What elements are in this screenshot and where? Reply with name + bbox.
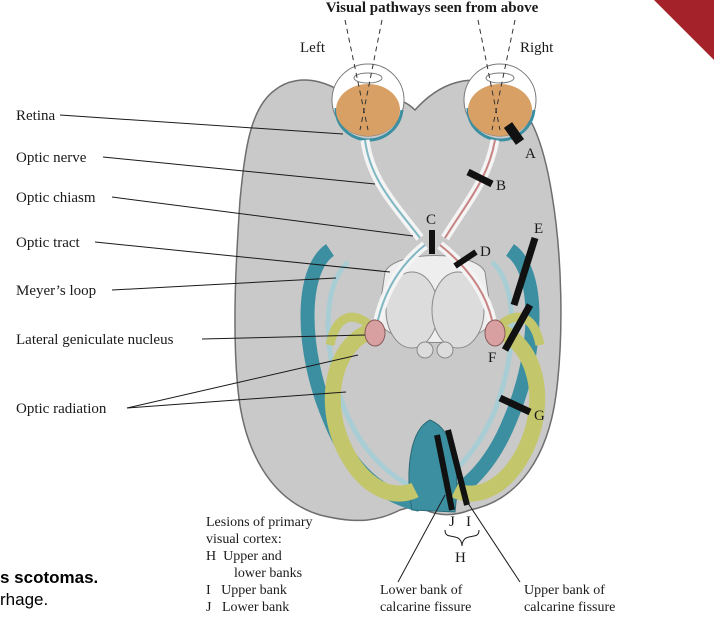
lesion-markers	[429, 122, 539, 511]
upper-bank-label: Upper bank of	[524, 583, 605, 598]
lesion-c-label: C	[426, 212, 436, 228]
optic-pathway	[360, 139, 500, 322]
lesion-i-marker	[445, 429, 470, 506]
meyers-loop-leader	[111, 277, 337, 291]
left-optic-radiation	[324, 322, 419, 502]
legend-heading: Lesions of primary	[206, 515, 313, 530]
lesion-j-marker	[434, 434, 455, 511]
retina-label: Retina	[16, 108, 55, 124]
legend-heading: visual cortex:	[206, 532, 282, 547]
visual-field-rays	[344, 19, 516, 131]
right-optic-radiation	[451, 322, 546, 502]
left-eye-label: Left	[300, 40, 326, 56]
lesion-e-marker	[510, 236, 539, 307]
lower-bank-label: Lower bank of	[380, 583, 463, 598]
lesion-j-label: J	[449, 514, 455, 530]
right-eye-label: Right	[520, 40, 554, 56]
legend-j-entry: J Lower bank	[206, 600, 289, 615]
right-optic-tract-fibers	[439, 244, 493, 321]
lesion-i-label: I	[466, 514, 471, 530]
diagram-title: Visual pathways seen from above	[326, 0, 539, 16]
slide-text-fragment: s scotomas.	[0, 568, 99, 587]
lesion-d-label: D	[480, 244, 491, 260]
optic-nerve-leader	[102, 156, 376, 185]
lesion-h-label: H	[455, 550, 466, 566]
optic-chiasm-label: Optic chiasm	[16, 190, 96, 206]
lesion-b-label: B	[496, 178, 506, 194]
lesion-d-marker	[453, 249, 478, 269]
lesion-e-label: E	[534, 221, 543, 237]
right-lateral-geniculate-nucleus	[484, 319, 506, 347]
upper-bank-label: calcarine fissure	[524, 600, 615, 615]
legend-h-entry: H Upper and	[206, 549, 282, 564]
lesion-b-marker	[466, 168, 494, 188]
left-optic-nerve-fibers	[364, 139, 421, 239]
optic-radiation-leader	[126, 354, 359, 409]
right-vitreous	[468, 84, 532, 136]
legend-i-entry: I Upper bank	[206, 583, 287, 598]
right-thalamus	[431, 271, 485, 349]
retina-leader	[59, 114, 344, 135]
h-brace	[444, 529, 480, 547]
left-vitreous	[336, 84, 400, 136]
optic-nerve-label: Optic nerve	[16, 150, 87, 166]
optic-tract-leader	[94, 241, 391, 273]
lgn-leader	[201, 334, 366, 340]
left-optic-tract-fibers	[377, 244, 426, 321]
left-eye-ray	[359, 19, 383, 131]
lower-bank-leader	[397, 494, 446, 583]
right-optic-nerve-fibers	[444, 139, 496, 239]
left-lens	[353, 72, 383, 84]
lesion-a-marker	[503, 122, 525, 145]
left-cortex-band	[325, 260, 421, 493]
optic-radiation-leader	[126, 391, 347, 409]
corner-accent	[654, 0, 714, 60]
right-eye	[463, 63, 537, 142]
lesion-f-label: F	[488, 350, 496, 366]
thalamus	[364, 255, 506, 359]
lesion-a-label: A	[525, 146, 536, 162]
slide-text-fragment: rhage.	[0, 590, 49, 609]
optic-radiation-label: Optic radiation	[16, 401, 107, 417]
lesion-f-marker	[501, 303, 534, 352]
left-eye	[331, 63, 405, 142]
lower-bank-label: calcarine fissure	[380, 600, 471, 615]
legend-h-entry: lower banks	[234, 566, 302, 581]
colliculus	[436, 341, 454, 359]
lesion-g-label: G	[534, 408, 545, 424]
upper-bank-leader	[461, 493, 521, 583]
left-lateral-geniculate-nucleus	[364, 319, 386, 347]
right-retina	[466, 107, 536, 142]
meyers-loop-label: Meyer’s loop	[16, 283, 96, 299]
optic-tract-label: Optic tract	[16, 235, 81, 251]
optic-chiasm-leader	[111, 196, 414, 237]
right-eye-ray	[491, 19, 516, 131]
leader-lines	[59, 114, 521, 583]
right-lens	[485, 72, 515, 84]
lgn-label: Lateral geniculate nucleus	[16, 332, 174, 348]
lesion-g-marker	[498, 394, 532, 416]
colliculus	[416, 341, 434, 359]
